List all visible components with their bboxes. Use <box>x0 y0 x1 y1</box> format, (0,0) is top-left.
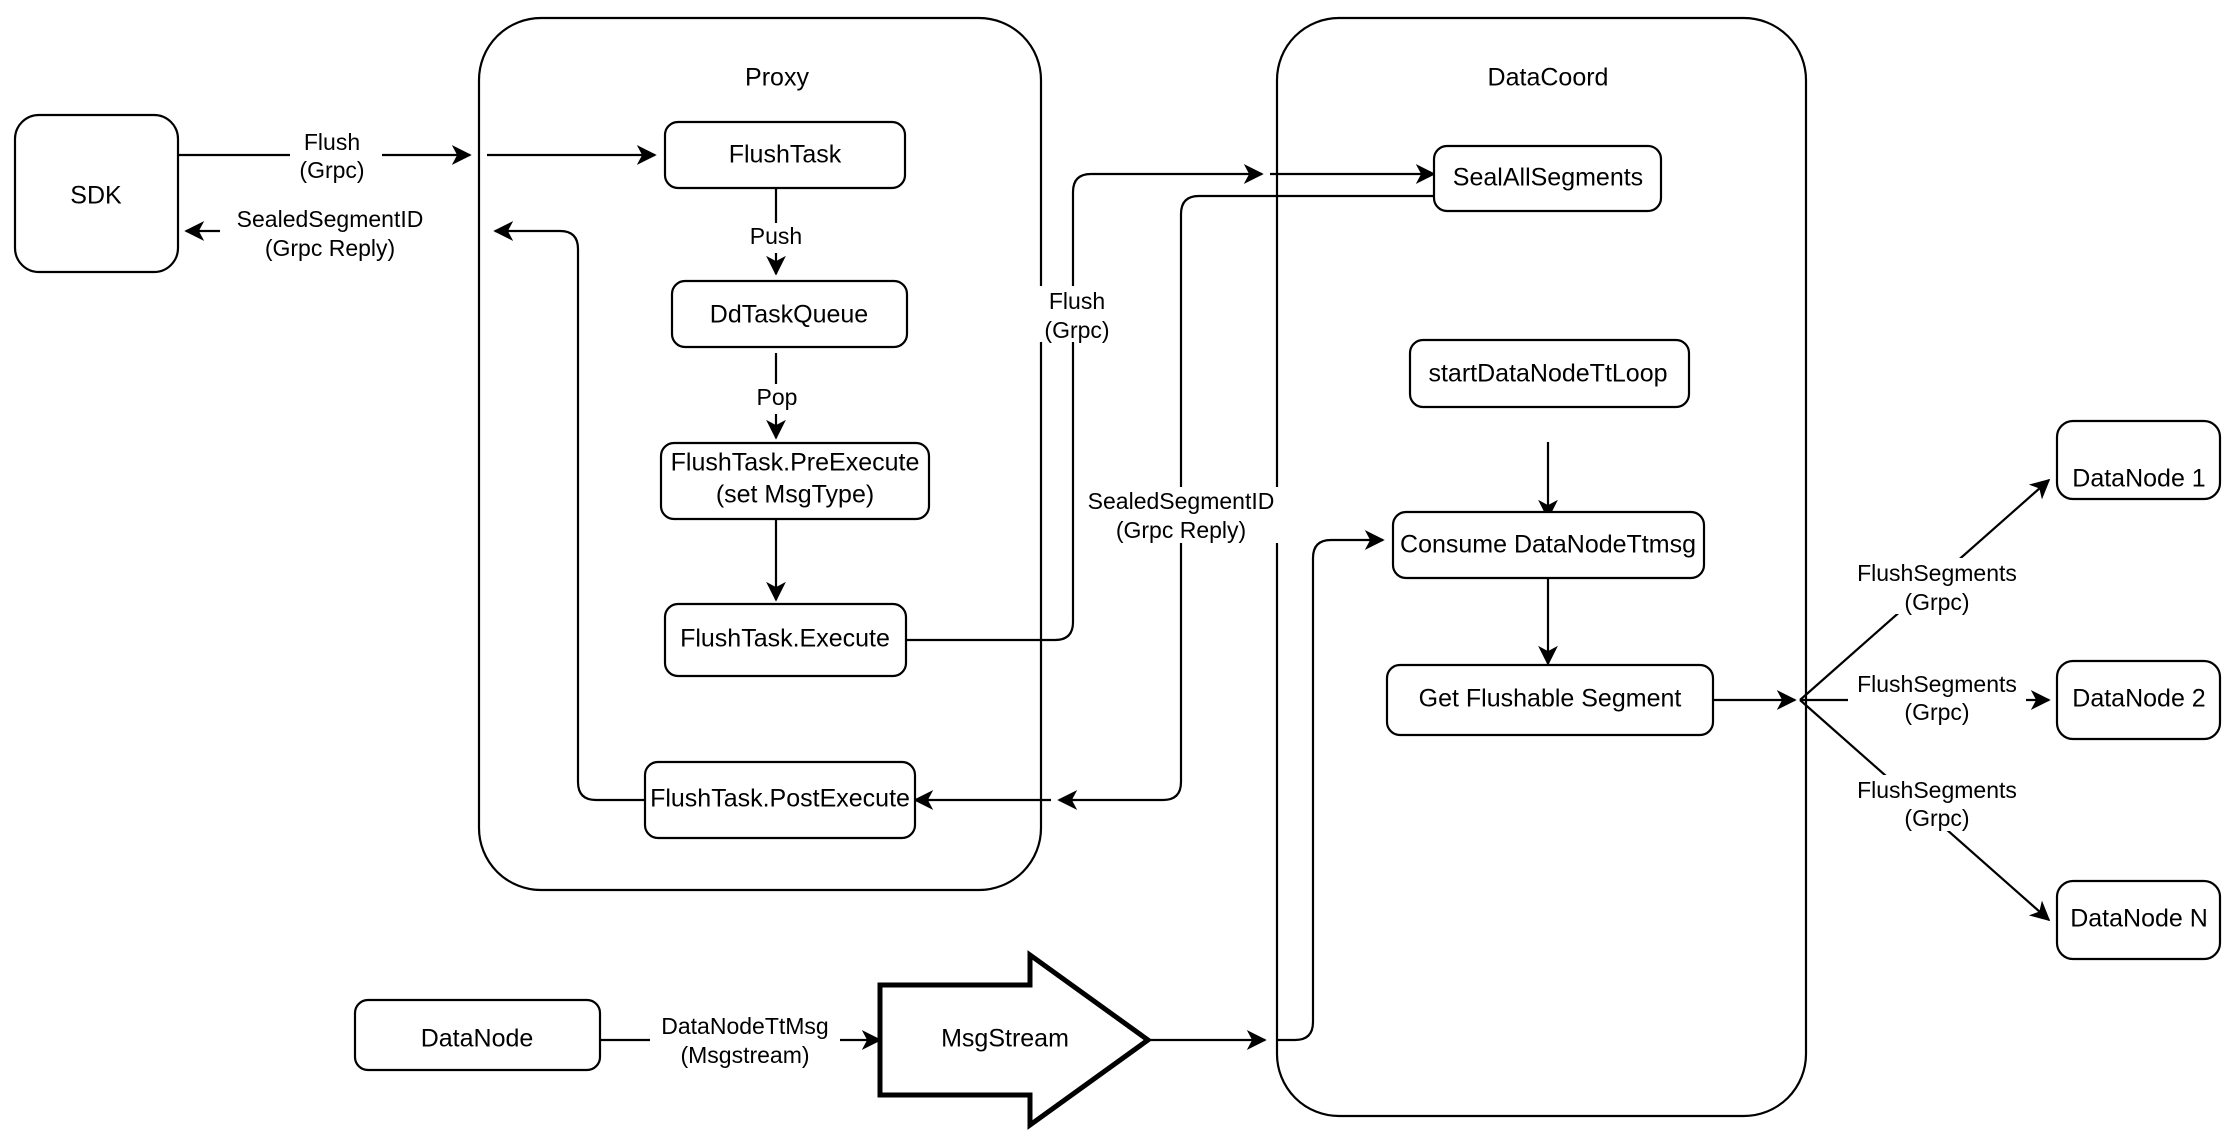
edge-label-flush-coord-line1: Flush <box>1049 288 1105 314</box>
edge-label-sealedsegmentid-reply-line1: SealedSegmentID <box>237 206 424 232</box>
edge-postexecute-to-sdk-reply <box>493 221 645 802</box>
datanode-2-box[interactable] <box>2055 659 2222 741</box>
datanode-source-label: DataNode <box>421 1025 534 1053</box>
node-dd-task-queue[interactable]: DdTaskQueue <box>670 279 909 349</box>
edge-label-push: Push <box>740 223 812 253</box>
edge-label-flush-segments-n: FlushSegments (Grpc) <box>1848 775 2026 831</box>
node-datanode-2[interactable]: DataNode 2 <box>2055 659 2222 741</box>
get-flushable-segment-label: Get Flushable Segment <box>1419 685 1682 713</box>
flush-execute-box[interactable] <box>663 602 908 678</box>
flush-postexecute-label: FlushTask.PostExecute <box>650 785 910 813</box>
edge-label-flush-coord-line2: (Grpc) <box>1044 317 1109 343</box>
start-datanode-tt-loop-label: startDataNodeTtLoop <box>1428 360 1667 388</box>
edge-label-pop-text: Pop <box>757 384 798 410</box>
seal-all-segments-box[interactable] <box>1432 144 1663 213</box>
edge-label-datanode-ttmsg: DataNodeTtMsg (Msgstream) <box>650 1013 840 1069</box>
edge-label-sdk-to-proxy: Flush (Grpc) <box>290 129 382 184</box>
flush-preexecute-box[interactable] <box>659 441 931 521</box>
datanode-n-box[interactable] <box>2055 879 2222 961</box>
node-sdk[interactable]: SDK <box>13 113 180 274</box>
node-flush-execute[interactable]: FlushTask.Execute <box>663 602 908 678</box>
edge-label-flushsegments-2-line2: (Grpc) <box>1904 699 1969 725</box>
datanode-n-label: DataNode N <box>2070 905 2208 933</box>
flush-task-label: FlushTask <box>729 141 842 169</box>
edge-label-flushsegments-n-line2: (Grpc) <box>1904 805 1969 831</box>
edge-label-flush-segments-2: FlushSegments (Grpc) <box>1848 669 2026 725</box>
edge-execute-to-proxy-exit <box>906 164 1264 642</box>
node-flush-preexecute[interactable]: FlushTask.PreExecute (set MsgType) <box>659 441 931 521</box>
flush-postexecute-box[interactable] <box>643 760 917 840</box>
node-datanode-n[interactable]: DataNode N <box>2055 879 2222 961</box>
seal-all-segments-label: SealAllSegments <box>1453 164 1643 192</box>
datanode-1-label: DataNode 1 <box>2072 465 2205 493</box>
node-flush-task[interactable]: FlushTask <box>663 120 907 190</box>
msgstream-arrow-shape[interactable] <box>877 950 1153 1130</box>
edge-label-flush-grpc-line2: (Grpc) <box>299 157 364 183</box>
node-consume-datanode-ttmsg[interactable]: Consume DataNodeTtmsg <box>1391 510 1706 580</box>
node-get-flushable-segment[interactable]: Get Flushable Segment <box>1385 663 1715 737</box>
edge-label-push-text: Push <box>750 223 802 249</box>
get-flushable-segment-box[interactable] <box>1385 663 1715 737</box>
edge-label-sealedsegmentid-coord-line1: SealedSegmentID <box>1088 488 1275 514</box>
datanode-source-box[interactable] <box>353 998 602 1072</box>
datanode-1-box[interactable] <box>2055 419 2222 501</box>
msgstream-label: MsgStream <box>941 1025 1069 1053</box>
node-datanode-source[interactable]: DataNode <box>353 998 602 1072</box>
edge-label-pop: Pop <box>746 384 808 414</box>
proxy-container-title: Proxy <box>745 64 809 92</box>
edge-label-flushsegments-1-line1: FlushSegments <box>1857 560 2017 586</box>
edge-label-flushsegments-2-line1: FlushSegments <box>1857 671 2017 697</box>
node-datanode-1[interactable]: DataNode 1 <box>2055 419 2222 501</box>
edge-label-sealedsegmentid-coord-line2: (Grpc Reply) <box>1116 517 1246 543</box>
edge-datacoord-ttmsg-to-consume <box>1277 530 1385 1042</box>
node-flush-postexecute[interactable]: FlushTask.PostExecute <box>643 760 917 840</box>
sdk-label: SDK <box>70 182 122 210</box>
consume-datanode-ttmsg-label: Consume DataNodeTtmsg <box>1400 531 1696 559</box>
consume-datanode-ttmsg-box[interactable] <box>1391 510 1706 580</box>
edge-label-flushsegments-1-line2: (Grpc) <box>1904 589 1969 615</box>
start-datanode-tt-loop-box[interactable] <box>1408 338 1691 409</box>
edge-label-proxy-to-sdk: SealedSegmentID (Grpc Reply) <box>220 205 440 261</box>
flush-execute-label: FlushTask.Execute <box>680 625 890 653</box>
node-msgstream[interactable]: MsgStream <box>877 950 1153 1130</box>
edge-label-flushsegments-n-line1: FlushSegments <box>1857 777 2017 803</box>
node-seal-all-segments[interactable]: SealAllSegments <box>1432 144 1663 213</box>
edge-label-flush-grpc-line1: Flush <box>304 129 360 155</box>
dd-task-queue-label: DdTaskQueue <box>710 301 868 329</box>
datacoord-container-title: DataCoord <box>1488 64 1609 92</box>
dd-task-queue-box[interactable] <box>670 279 909 349</box>
sdk-box[interactable] <box>13 113 180 274</box>
flush-preexecute-label-line2: (set MsgType) <box>716 481 874 509</box>
edge-label-flush-segments-1: FlushSegments (Grpc) <box>1848 558 2026 615</box>
datanode-2-label: DataNode 2 <box>2072 685 2205 713</box>
edge-label-proxy-to-coord: Flush (Grpc) <box>1032 286 1120 343</box>
flush-preexecute-label-line1: FlushTask.PreExecute <box>671 449 920 477</box>
edge-label-coord-to-proxy: SealedSegmentID (Grpc Reply) <box>1085 487 1285 543</box>
edge-label-sealedsegmentid-reply-line2: (Grpc Reply) <box>265 235 395 261</box>
edge-label-datanodettmsg-line1: DataNodeTtMsg <box>661 1013 828 1039</box>
node-start-datanode-tt-loop[interactable]: startDataNodeTtLoop <box>1408 338 1691 409</box>
edge-label-datanodettmsg-line2: (Msgstream) <box>680 1042 809 1068</box>
flush-task-box[interactable] <box>663 120 907 190</box>
